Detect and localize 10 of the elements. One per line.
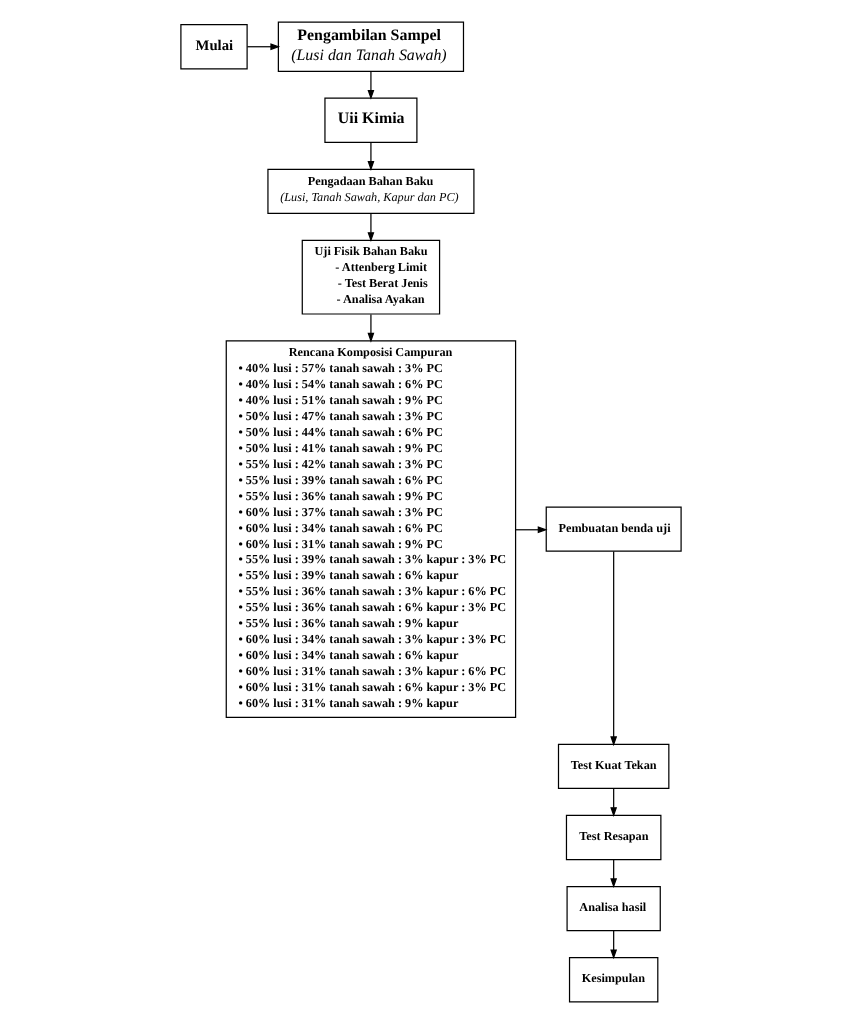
arrow: [609, 930, 617, 960]
arrow: [609, 787, 617, 818]
arrow: [609, 859, 617, 889]
arrow: [366, 313, 374, 343]
arrow: [366, 141, 374, 171]
arrow: [366, 212, 374, 243]
arrow: [245, 43, 280, 51]
arrow: [609, 550, 617, 747]
arrow: [366, 71, 374, 100]
arrow: [514, 526, 547, 534]
